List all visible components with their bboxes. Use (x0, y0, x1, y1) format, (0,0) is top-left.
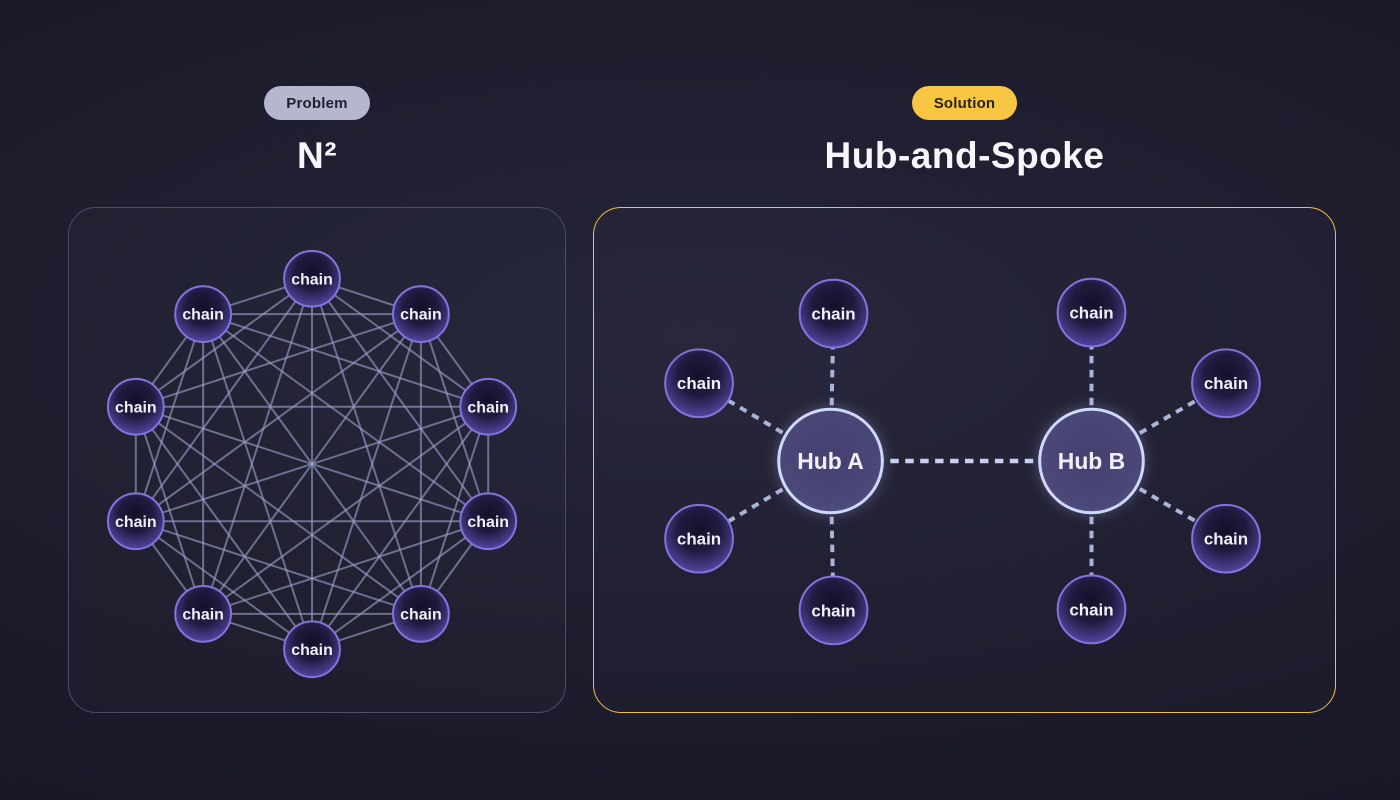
chain-node: chain (392, 285, 450, 343)
chain-node-circle (664, 503, 734, 574)
chain-node: chain (283, 249, 341, 308)
chain-node-label: chain (677, 530, 721, 549)
chain-node: chain (664, 503, 734, 574)
chain-node-label: chain (400, 606, 442, 623)
chain-node-circle (459, 377, 518, 436)
chain-node: chain (174, 285, 233, 343)
problem-header: Problem N² (68, 86, 566, 174)
mesh-diagram: chain chain chain chain chain chain chain chain… (106, 249, 518, 679)
chain-node: chain (1056, 574, 1127, 645)
chain-node: chain (174, 584, 233, 643)
spoke-edge (828, 460, 836, 611)
chain-node: chain (1056, 277, 1127, 348)
hub-node-circle (777, 407, 884, 515)
chain-node-label: chain (1069, 304, 1113, 323)
mesh-edge (135, 313, 422, 408)
chain-node-circle (106, 377, 165, 436)
chain-node-circle (106, 492, 165, 551)
chain-node: chain (664, 348, 734, 419)
chain-node-label: chain (1204, 530, 1248, 549)
mesh-edge (202, 313, 489, 523)
chain-node: chain (392, 584, 450, 643)
mesh-edge (135, 278, 313, 522)
mesh-edge (135, 406, 313, 650)
mesh-edge (134, 406, 205, 615)
hub-node: Hub A (777, 407, 884, 515)
solution-badge: Solution (911, 86, 1018, 120)
mesh-edge (202, 313, 313, 650)
chain-node: chain (798, 575, 869, 646)
chain-node-label: chain (811, 305, 855, 324)
problem-badge: Problem (264, 86, 370, 120)
spoke-panel: chain chain chain chain chain chain chain chain… (593, 207, 1336, 713)
mesh-edge (135, 520, 313, 651)
chain-node-label: chain (115, 514, 157, 531)
hub-node-circle (1038, 407, 1145, 515)
chain-node-circle (174, 584, 233, 643)
chain-node-label: chain (115, 399, 157, 416)
chain-node-circle (1056, 574, 1127, 645)
chain-node: chain (459, 492, 518, 551)
solution-header: Solution Hub-and-Spoke (593, 86, 1336, 174)
chain-node-label: chain (400, 307, 442, 324)
chain-node: chain (106, 377, 165, 436)
chain-node-label: chain (467, 514, 509, 531)
mesh-edge (202, 313, 489, 408)
hub-node-label: Hub A (797, 448, 864, 474)
mesh-edges (134, 277, 490, 651)
chain-node-label: chain (467, 399, 509, 416)
chain-node-label: chain (677, 374, 721, 393)
hub-node-label: Hub B (1058, 448, 1125, 474)
chain-node-circle (174, 285, 233, 343)
chain-node-circle (1191, 503, 1261, 574)
chain-node-circle (664, 348, 734, 419)
chain-node: chain (798, 278, 869, 349)
chain-node-label: chain (182, 606, 224, 623)
mesh-edge (311, 406, 490, 650)
chain-node-label: chain (291, 642, 333, 659)
chain-node: chain (1191, 503, 1261, 574)
problem-title: N² (296, 135, 338, 176)
mesh-edge (202, 520, 489, 615)
chain-node-circle (459, 492, 518, 551)
mesh-edge (134, 313, 205, 522)
hub-spoke-diagram: chain chain chain chain chain chain chain chain… (664, 277, 1261, 646)
mesh-edge (311, 278, 490, 522)
chain-node: chain (1191, 348, 1261, 419)
mesh-panel: chain chain chain chain chain chain chain chain… (68, 207, 566, 713)
chain-node-circle (283, 620, 341, 679)
solution-title: Hub-and-Spoke (824, 135, 1105, 176)
chain-node: chain (459, 377, 518, 436)
chain-node-circle (1056, 277, 1127, 348)
spoke-edge (828, 313, 836, 462)
mesh-edge (202, 313, 422, 615)
chain-node-label: chain (291, 271, 333, 288)
chain-node-circle (392, 285, 450, 343)
chain-node: chain (283, 620, 341, 679)
chain-node-label: chain (1069, 600, 1113, 619)
hub-node: Hub B (1038, 407, 1145, 515)
mesh-edge (135, 405, 422, 615)
chain-node-circle (1191, 348, 1261, 419)
chain-node: chain (106, 492, 165, 551)
chain-node-circle (283, 249, 341, 308)
chain-node-label: chain (182, 307, 224, 324)
mesh-edge (135, 520, 422, 615)
chain-node-circle (798, 575, 869, 646)
chain-node-label: chain (1204, 374, 1248, 393)
chain-node-circle (392, 584, 450, 643)
chain-node-circle (798, 278, 869, 349)
chain-node-label: chain (811, 601, 855, 620)
